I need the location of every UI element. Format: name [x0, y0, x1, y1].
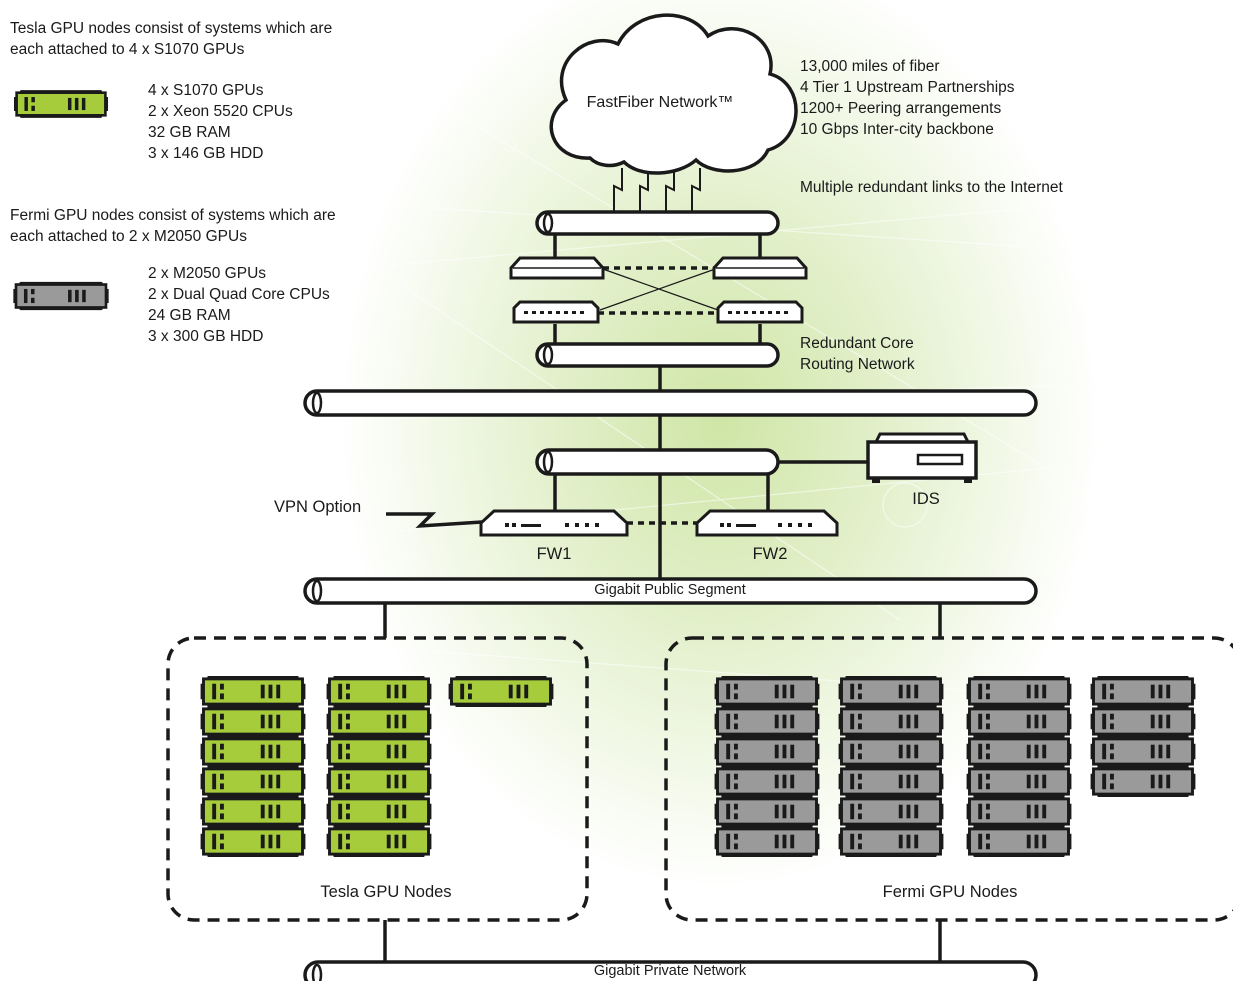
- tesla-node-legend-icon: [14, 89, 108, 119]
- fermi-spec-list: 2 x M2050 GPUs 2 x Dual Quad Core CPUs 2…: [148, 263, 330, 347]
- cloud-icon: [549, 13, 798, 175]
- tesla-group-boundary: [166, 636, 589, 922]
- firewall-icon: [479, 509, 629, 537]
- fermi-server-icon: [837, 825, 945, 858]
- ids-label: IDS: [912, 490, 940, 508]
- fw2-label: FW2: [752, 545, 788, 563]
- pipe-private-network: [303, 960, 1038, 981]
- tesla-server-icon: [200, 705, 306, 738]
- fermi-server-icon: [965, 825, 1073, 858]
- fermi-server-icon: [713, 825, 821, 858]
- fermi-server-icon: [965, 735, 1073, 768]
- fermi-server-icon: [965, 795, 1073, 828]
- tesla-server-icon: [326, 795, 432, 828]
- core-routing-label: Redundant Core Routing Network: [800, 333, 915, 375]
- tesla-group-label: Tesla GPU Nodes: [320, 883, 452, 901]
- tesla-server-icon: [200, 795, 306, 828]
- fermi-server-icon: [837, 765, 945, 798]
- tesla-heading-line2: each attached to 4 x S1070 GPUs: [10, 41, 245, 58]
- private-network-label: Gigabit Private Network: [593, 963, 747, 979]
- router-icon: [509, 256, 605, 280]
- fermi-server-icon: [713, 675, 821, 708]
- fermi-server-icon: [713, 735, 821, 768]
- fermi-server-icon: [837, 675, 945, 708]
- redundant-links-note: Multiple redundant links to the Internet: [800, 179, 1063, 196]
- tesla-server-icon: [326, 675, 432, 708]
- fermi-node-legend-icon: [12, 281, 110, 311]
- tesla-server-icon: [326, 735, 432, 768]
- fermi-server-icon: [965, 765, 1073, 798]
- vpn-link-icon: [386, 512, 483, 529]
- connection-lines: [383, 234, 942, 964]
- fact-item: 10 Gbps Inter-city backbone: [800, 121, 994, 138]
- fermi-server-icon: [837, 795, 945, 828]
- router-icon: [712, 256, 808, 280]
- switch-icon: [716, 300, 804, 324]
- fermi-group-label: Fermi GPU Nodes: [882, 883, 1018, 901]
- network-facts: 13,000 miles of fiber 4 Tier 1 Upstream …: [800, 56, 1015, 140]
- core-label-line1: Redundant Core: [800, 335, 914, 352]
- fermi-group-boundary: [664, 636, 1233, 922]
- vpn-option-label: VPN Option: [274, 498, 362, 516]
- tesla-legend-heading: Tesla GPU nodes consist of systems which…: [10, 18, 332, 60]
- pipe-main-backbone: [303, 389, 1038, 417]
- public-segment-label: Gigabit Public Segment: [594, 582, 746, 598]
- pipe-core-bottom: [535, 342, 780, 368]
- tesla-server-icon: [200, 825, 306, 858]
- tesla-server-icon: [200, 735, 306, 768]
- core-cross-link: [599, 267, 719, 311]
- spec-item: 32 GB RAM: [148, 124, 231, 141]
- switch-icon: [512, 300, 600, 324]
- fermi-server-icon: [713, 765, 821, 798]
- fact-item: 13,000 miles of fiber: [800, 58, 940, 75]
- tesla-server-icon: [448, 675, 554, 708]
- fact-item: 4 Tier 1 Upstream Partnerships: [800, 79, 1015, 96]
- tesla-server-icon: [326, 825, 432, 858]
- pipe-backbone-top: [535, 210, 780, 236]
- ids-server-icon: [866, 432, 978, 483]
- spec-item: 24 GB RAM: [148, 307, 231, 324]
- firewall-icon: [695, 509, 839, 537]
- fermi-server-icon: [837, 735, 945, 768]
- fermi-heading-line1: Fermi GPU nodes consist of systems which…: [10, 207, 336, 224]
- fermi-server-icon: [1089, 705, 1197, 738]
- fermi-server-icon: [713, 705, 821, 738]
- tesla-spec-list: 4 x S1070 GPUs 2 x Xeon 5520 CPUs 32 GB …: [148, 80, 293, 164]
- fermi-server-icon: [1089, 735, 1197, 768]
- cloud-label: FastFiber Network™: [586, 94, 734, 111]
- fact-item: 1200+ Peering arrangements: [800, 100, 1002, 117]
- tesla-server-icon: [200, 765, 306, 798]
- tesla-heading-line1: Tesla GPU nodes consist of systems which…: [10, 20, 333, 37]
- fw1-label: FW1: [536, 545, 572, 563]
- fermi-server-icon: [1089, 675, 1197, 708]
- spec-item: 3 x 146 GB HDD: [148, 145, 264, 162]
- spec-item: 2 x M2050 GPUs: [148, 265, 267, 282]
- tesla-server-icon: [326, 705, 432, 738]
- pipe-public-segment: [303, 577, 1038, 605]
- tesla-server-icon: [326, 765, 432, 798]
- fermi-server-icon: [837, 705, 945, 738]
- spec-item: 2 x Dual Quad Core CPUs: [148, 286, 330, 303]
- fermi-heading-line2: each attached to 2 x M2050 GPUs: [10, 228, 247, 245]
- spec-item: 2 x Xeon 5520 CPUs: [148, 103, 293, 120]
- spec-item: 3 x 300 GB HDD: [148, 328, 264, 345]
- core-label-line2: Routing Network: [800, 356, 915, 373]
- fermi-server-icon: [1089, 765, 1197, 798]
- fermi-server-icon: [965, 675, 1073, 708]
- fermi-server-icon: [965, 705, 1073, 738]
- tesla-server-icon: [200, 675, 306, 708]
- spec-item: 4 x S1070 GPUs: [148, 82, 264, 99]
- internet-uplinks: [613, 168, 701, 212]
- fermi-legend-heading: Fermi GPU nodes consist of systems which…: [10, 205, 336, 247]
- fermi-server-icon: [713, 795, 821, 828]
- pipe-firewall-segment: [535, 448, 780, 476]
